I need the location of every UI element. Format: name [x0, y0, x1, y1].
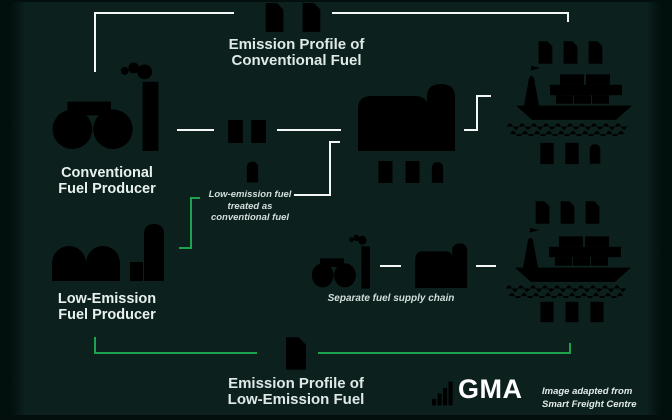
fuel-capsule-icon [587, 141, 603, 167]
container-ship-icon [504, 62, 636, 136]
storage-tanks-icon [352, 82, 464, 154]
arrow-storage-to-ship [464, 95, 491, 131]
letterbox-bottom [0, 415, 672, 420]
container-ship-icon [503, 224, 635, 298]
document-icon [299, 2, 324, 33]
fuel-capsule-icon [429, 159, 446, 186]
separate-chain-label: Separate fuel supply chain [327, 293, 455, 304]
document-icon [533, 200, 552, 225]
brand-wordmark: GMA [458, 374, 523, 404]
oil-barrel-icon [587, 299, 607, 325]
letterbox-top [0, 0, 672, 2]
attribution: Image adapted from Smart Freight Centre [542, 386, 637, 410]
storage-tanks-icon [412, 242, 472, 290]
oil-barrel-icon [562, 299, 582, 325]
fuel-capsule-icon [244, 157, 261, 187]
arrow-note-to-storage [294, 141, 340, 196]
arrow-profile-to-ship-barrels [318, 343, 571, 354]
emission-profile-low-label: Emission Profile of Low-Emission Fuel [227, 375, 365, 408]
oil-barrel-icon [537, 299, 557, 325]
oil-barrel-icon [537, 140, 557, 167]
refinery-icon [308, 233, 376, 291]
oil-barrel-icon [248, 116, 269, 147]
treated-as-note: Low-emission fuel treated as conventiona… [208, 189, 292, 223]
document-icon [262, 2, 287, 33]
green-plant-icon [45, 222, 170, 284]
letterbox-right [663, 0, 672, 420]
oil-barrel-icon [562, 140, 582, 167]
conventional-producer-label: Conventional Fuel Producer [58, 165, 156, 197]
bar-chart-logo-icon [432, 381, 454, 406]
oil-barrel-icon [225, 116, 246, 147]
green-document-icon [281, 336, 311, 371]
green-document-icon [583, 200, 602, 225]
oil-barrel-icon [402, 158, 423, 186]
oil-barrel-icon [375, 158, 396, 186]
refinery-icon [45, 60, 170, 155]
letterbox-left [0, 0, 9, 420]
low-emission-producer-label: Low-Emission Fuel Producer [57, 291, 157, 323]
document-icon [558, 200, 577, 225]
arrow-low-producer-to-profile [94, 337, 257, 354]
emission-profile-conventional-label: Emission Profile of Conventional Fuel [228, 36, 365, 69]
arrow-profile-to-ship-docs [332, 12, 569, 22]
